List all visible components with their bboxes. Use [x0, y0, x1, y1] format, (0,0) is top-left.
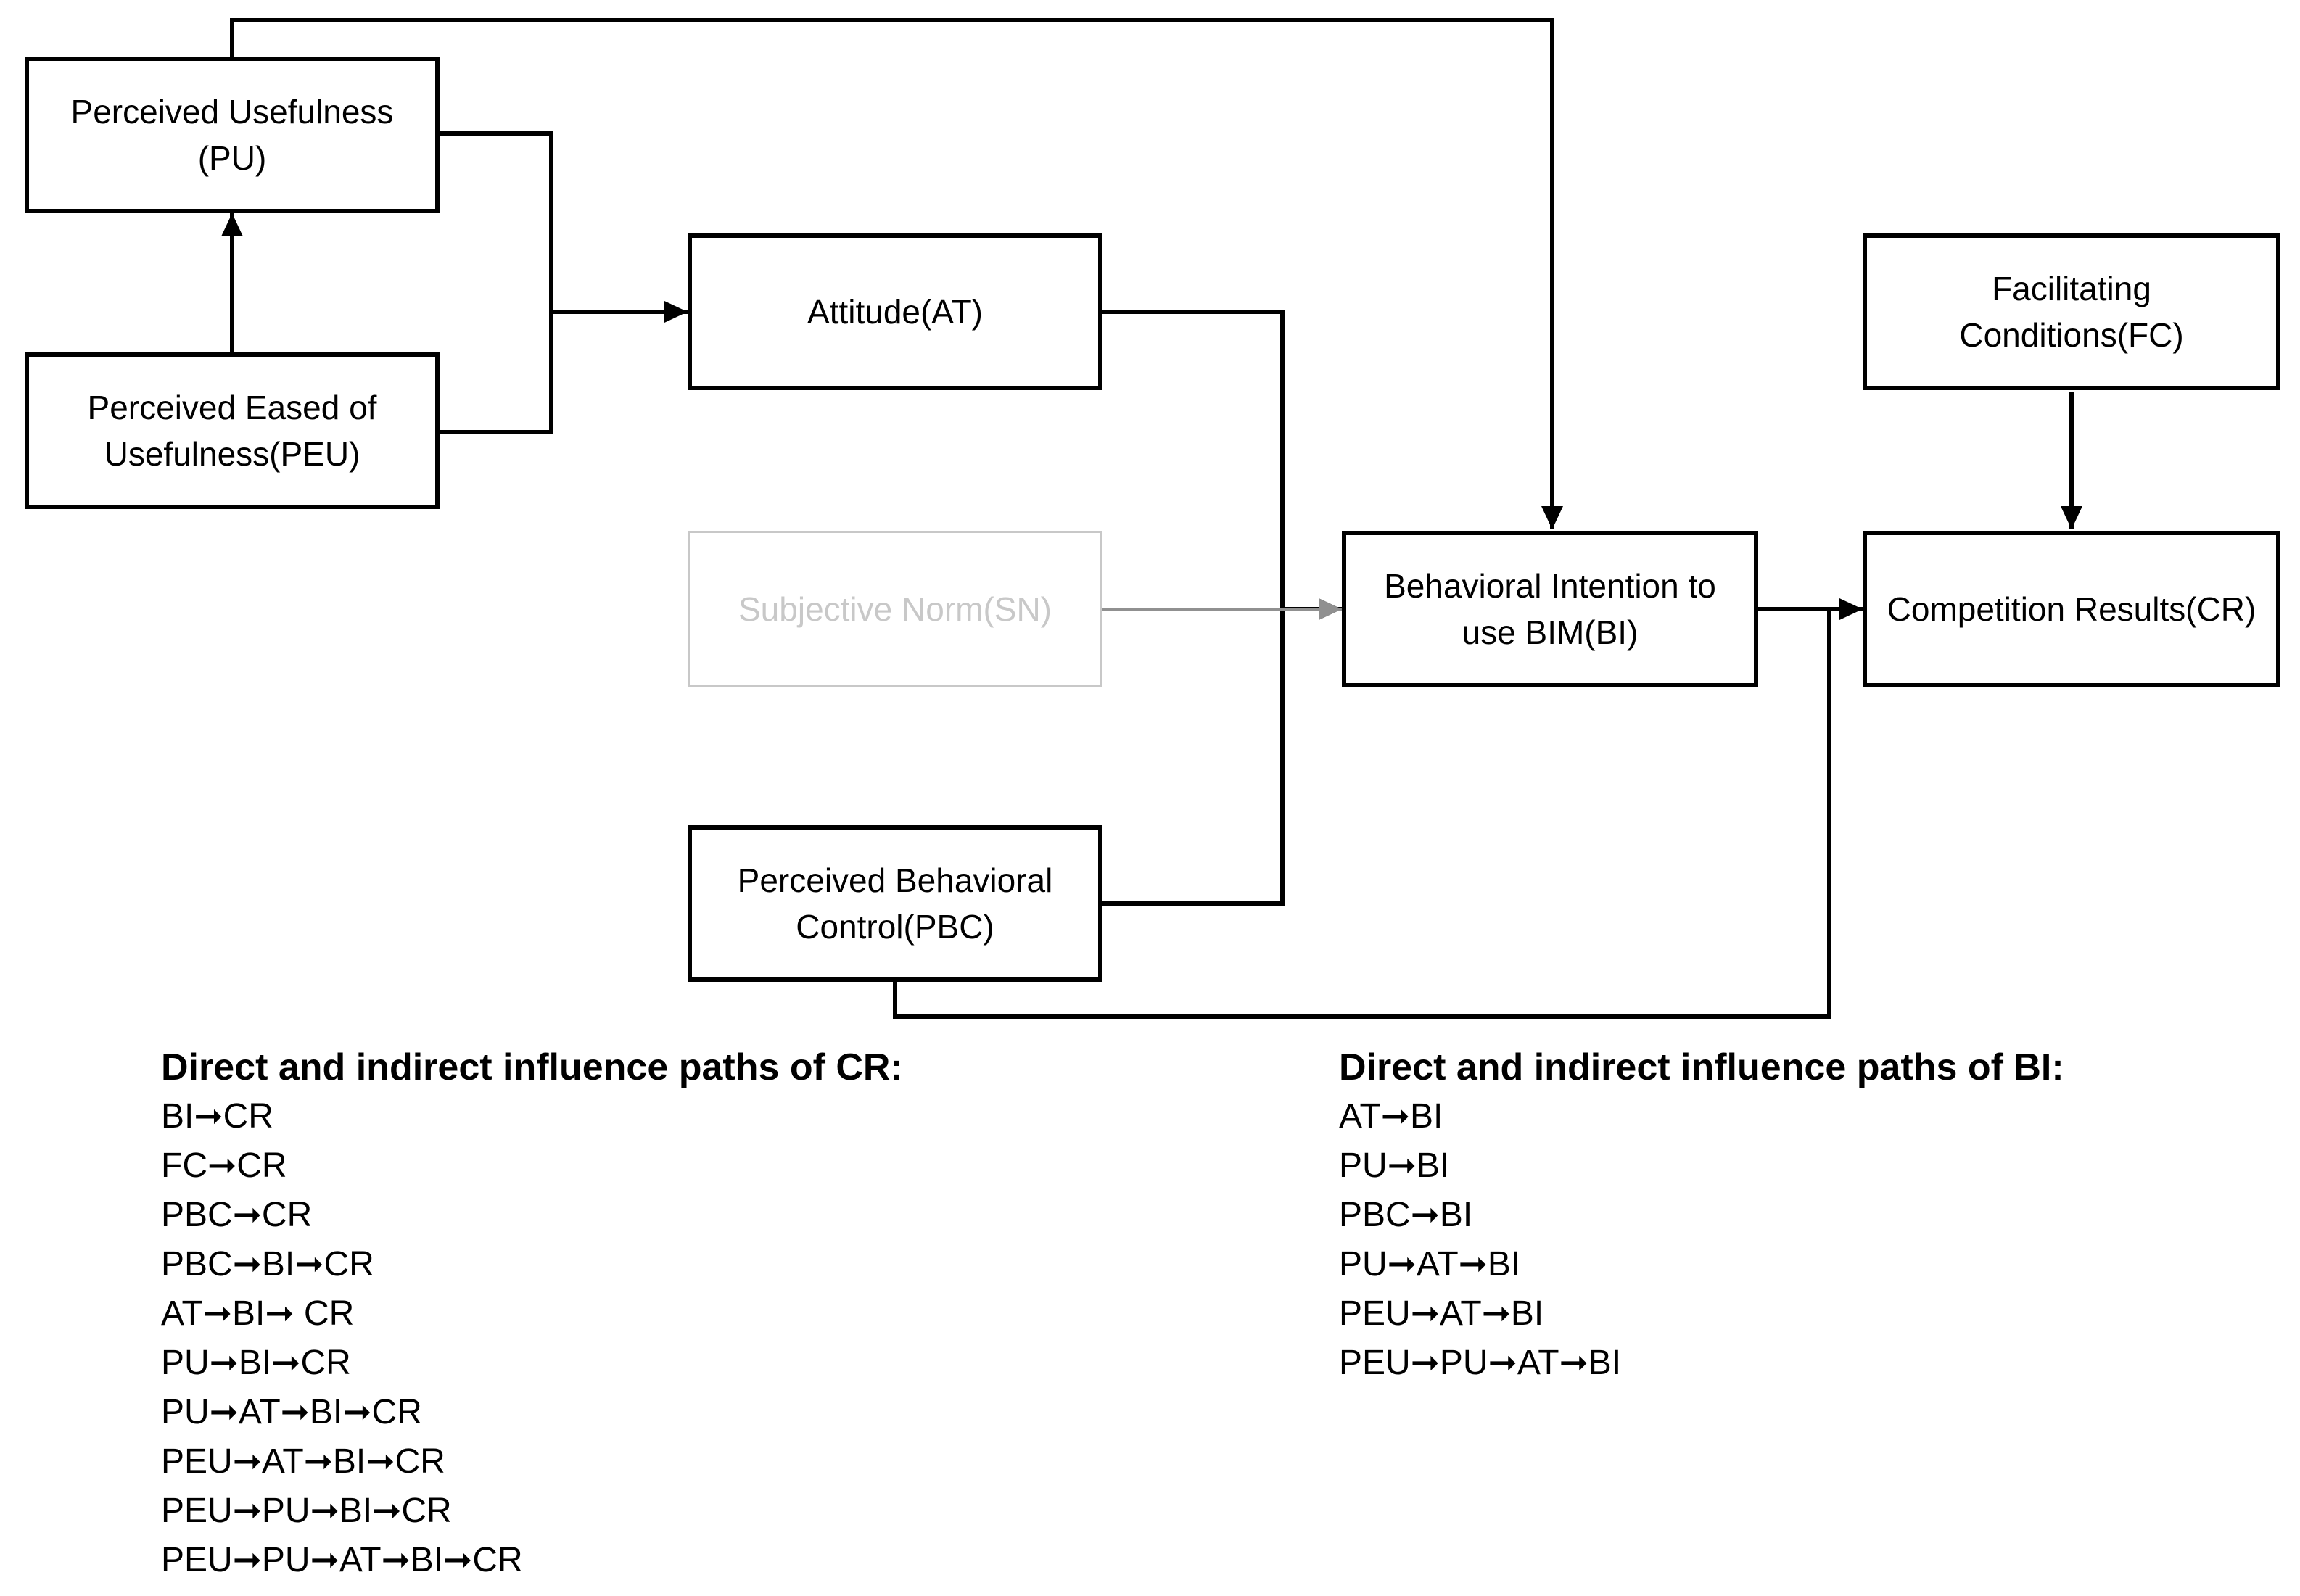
path-item: BI➞CR: [161, 1097, 273, 1136]
node-perceived-usefulness: Perceived Usefulness (PU): [25, 57, 440, 213]
paths-of-bi-heading: Direct and indirect influence paths of B…: [1339, 1046, 2064, 1088]
edge-pbc-to-bi-branch: [1102, 609, 1285, 906]
node-facilitating-conditions: Facilitating Conditions(FC): [1863, 233, 2280, 390]
path-item: PU➞BI: [1339, 1146, 1450, 1185]
path-item: PBC➞BI➞CR: [161, 1245, 374, 1283]
edge-pbc-to-cr: [893, 609, 1831, 1019]
path-item: PU➞AT➞BI: [1339, 1245, 1521, 1283]
path-item: PEU➞AT➞BI: [1339, 1294, 1544, 1333]
edge-peu-to-at-branch: [440, 312, 553, 434]
node-competition-results: Competition Results(CR): [1863, 531, 2280, 687]
paths-of-bi-list: AT➞BI PU➞BI PBC➞BI PU➞AT➞BI PEU➞AT➞BI PE…: [1339, 1092, 2064, 1388]
path-item: PBC➞BI: [1339, 1196, 1473, 1234]
path-item: AT➞BI: [1339, 1097, 1443, 1136]
node-perceived-ease-of-use: Perceived Eased of Usefulness(PEU): [25, 352, 440, 509]
path-item: PEU➞PU➞AT➞BI: [1339, 1344, 1622, 1382]
paths-of-cr: Direct and indirect influence paths of C…: [161, 1043, 903, 1585]
node-subjective-norm: Subjective Norm(SN): [688, 531, 1102, 687]
path-item: FC➞CR: [161, 1146, 287, 1185]
path-item: PEU➞AT➞BI➞CR: [161, 1442, 445, 1481]
paths-of-bi: Direct and indirect influence paths of B…: [1339, 1043, 2064, 1388]
node-perceived-behavioral-control: Perceived Behavioral Control(PBC): [688, 825, 1102, 982]
paths-of-cr-heading: Direct and indirect influence paths of C…: [161, 1046, 903, 1088]
edge-pu-to-bi: [230, 18, 1563, 529]
edge-pu-to-at-branch: [440, 131, 553, 312]
path-item: PU➞BI➞CR: [161, 1344, 351, 1382]
path-item: PEU➞PU➞BI➞CR: [161, 1492, 452, 1530]
path-item: PBC➞CR: [161, 1196, 313, 1234]
path-item: PEU➞PU➞AT➞BI➞CR: [161, 1541, 523, 1579]
node-behavioral-intention: Behavioral Intention to use BIM(BI): [1342, 531, 1758, 687]
path-item: PU➞AT➞BI➞CR: [161, 1393, 422, 1431]
paths-of-cr-list: BI➞CR FC➞CR PBC➞CR PBC➞BI➞CR AT➞BI➞ CR P…: [161, 1092, 903, 1585]
path-item: AT➞BI➞ CR: [161, 1294, 355, 1333]
edge-at-to-bi-branch: [1102, 310, 1285, 609]
node-attitude: Attitude(AT): [688, 233, 1102, 390]
